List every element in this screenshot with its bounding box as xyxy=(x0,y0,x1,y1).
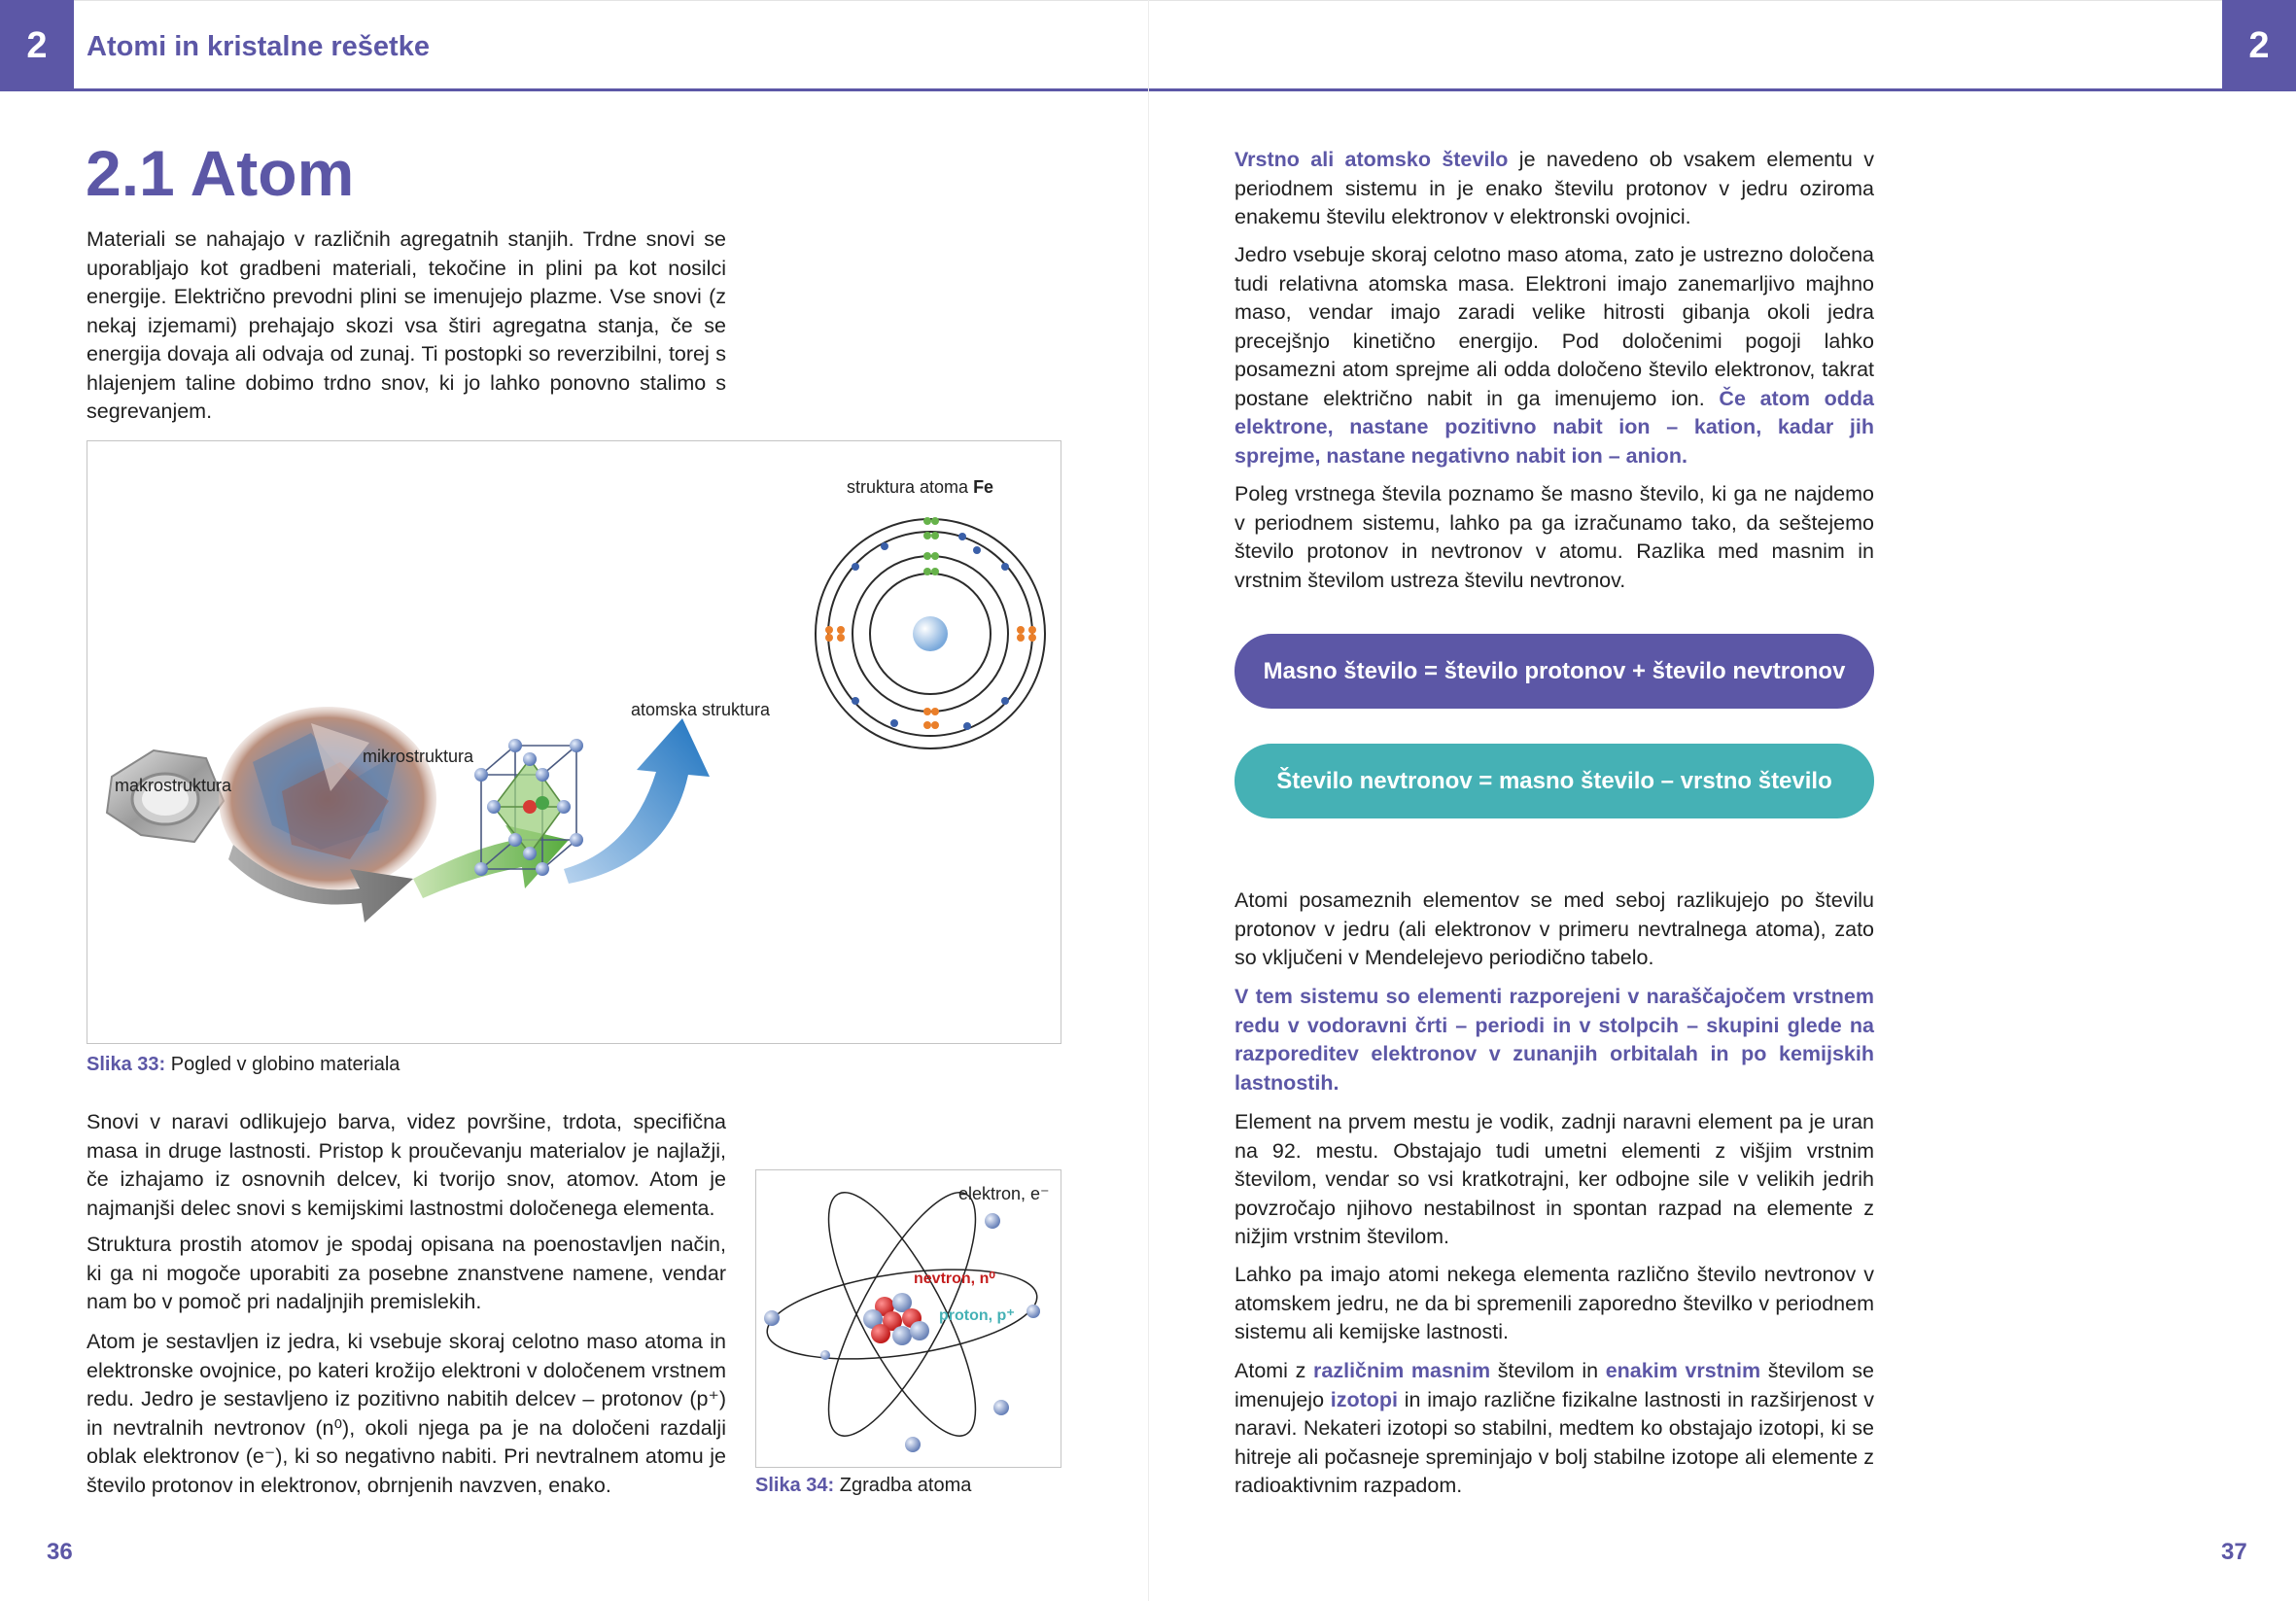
label-struktura-atoma-fe: struktura atoma Fe xyxy=(847,477,994,497)
figure-33-caption: Slika 33: Pogled v globino materiala xyxy=(87,1054,400,1075)
paragraph-struktura: Struktura prostih atomov je spodaj opisa… xyxy=(87,1233,726,1313)
green-arrow-icon xyxy=(413,825,569,898)
header-rule-right xyxy=(1149,88,2222,91)
formula-neutron-number: Število nevtronov = masno število – vrst… xyxy=(1235,744,1874,818)
grey-arrow-icon xyxy=(228,845,413,922)
microstructure-image xyxy=(219,707,436,891)
paragraph-periodni-sistem: V tem sistemu so elementi razporejeni v … xyxy=(1235,985,1874,1095)
hex-nut-image xyxy=(105,748,226,844)
paragraph-snovi: Snovi v naravi odlikujejo barva, videz p… xyxy=(87,1110,726,1220)
intro-paragraph: Materiali se nahajajo v različnih agrega… xyxy=(87,227,726,423)
chapter-number-tab-right: 2 xyxy=(2222,0,2296,91)
paragraph-nevtroni: Lahko pa imajo atomi nekega elementa raz… xyxy=(1235,1263,1874,1343)
electron-orbits xyxy=(766,1192,1038,1437)
paragraph-atomi-elementov: Atomi posameznih elementov se med seboj … xyxy=(1235,888,1874,969)
paragraph-masno-stevilo: Poleg vrstnega števila poznamo še masno … xyxy=(1235,482,1874,592)
chapter-title: Atomi in kristalne rešetke xyxy=(87,31,430,62)
blue-arrow-icon xyxy=(564,718,710,884)
label-proton: proton, p⁺ xyxy=(939,1307,1015,1324)
chapter-number-tab-left: 2 xyxy=(0,0,74,91)
material-depth-illustration xyxy=(105,517,1046,922)
figure-atom-structure: elektron, e⁻ nevtron, n⁰ proton, p⁺ xyxy=(755,1169,1061,1468)
label-makrostruktura: makrostruktura xyxy=(115,776,232,795)
label-nevtron: nevtron, n⁰ xyxy=(914,1270,995,1287)
paragraph-jedro-ion: Jedro vsebuje skoraj celotno maso atoma,… xyxy=(1235,243,1874,468)
page-number-left: 36 xyxy=(47,1539,73,1565)
paragraph-vrstno-stevilo: Vrstno ali atomsko število je navedeno o… xyxy=(1235,148,1874,228)
paragraph-vodik-uran: Element na prvem mestu je vodik, zadnji … xyxy=(1235,1110,1874,1248)
atomic-structure-cube xyxy=(474,739,583,876)
label-atomska-struktura: atomska struktura xyxy=(631,700,771,719)
figure-34-caption: Slika 34: Zgradba atoma xyxy=(755,1475,972,1496)
header-rule-left xyxy=(74,88,1149,91)
paragraph-atom-sestava: Atom je sestavljen iz jedra, ki vsebuje … xyxy=(87,1330,726,1497)
fe-atom-rings xyxy=(815,517,1046,749)
atom-model-illustration xyxy=(764,1192,1040,1452)
electron-balls xyxy=(764,1213,1040,1452)
figure-material-depth: makrostruktura mikrostruktura atomska st… xyxy=(87,440,1061,1044)
formula-mass-number: Masno število = število protonov + števi… xyxy=(1235,634,1874,709)
page-spine xyxy=(1148,0,1149,1601)
nucleus xyxy=(863,1293,929,1345)
paragraph-izotopi: Atomi z različnim masnim številom in ena… xyxy=(1235,1359,1875,1497)
label-elektron: elektron, e⁻ xyxy=(958,1184,1050,1203)
section-title: 2.1 Atom xyxy=(86,137,355,209)
label-mikrostruktura: mikrostruktura xyxy=(363,747,474,766)
page-number-right: 37 xyxy=(2221,1539,2247,1565)
